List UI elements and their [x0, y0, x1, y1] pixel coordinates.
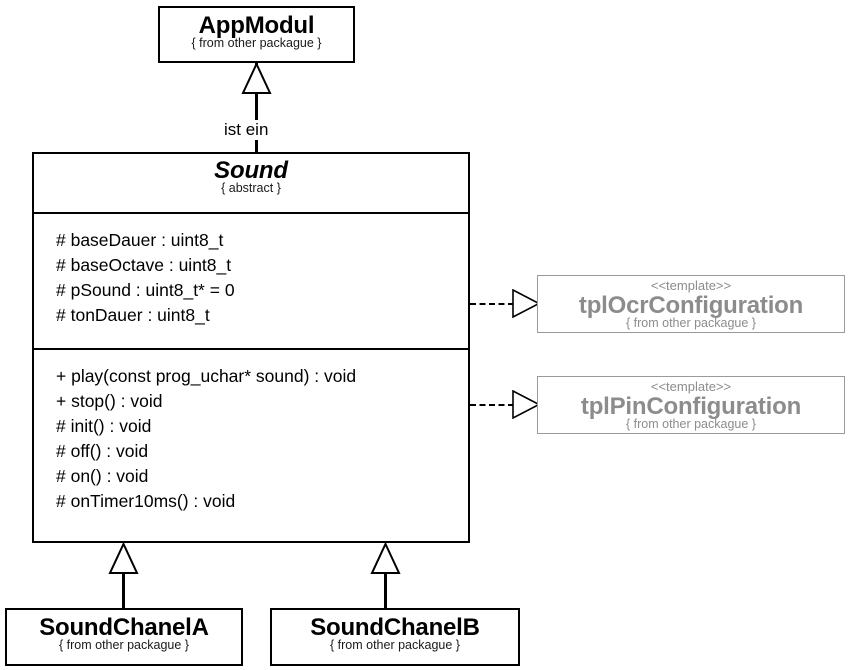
attribute-row: # baseDauer : uint8_t — [56, 230, 224, 250]
tplpinconfiguration-stereotype: <<template>> — [650, 379, 732, 394]
operation-row: # off() : void — [56, 441, 149, 461]
tplpinconfiguration-class-name: tplPinConfiguration — [580, 393, 802, 421]
tplocrconfiguration-class-name: tplOcrConfiguration — [578, 292, 804, 320]
operation-row: + play(const prog_uchar* sound) : void — [56, 366, 357, 386]
tplpinconfiguration-package-note: { from other packague } — [626, 417, 756, 432]
sound-abstract-note: { abstract } — [221, 181, 281, 196]
operation-row: + stop() : void — [56, 391, 163, 411]
generalization-line-chanela-sound — [122, 572, 125, 609]
realization-arrowhead-tplocr — [512, 288, 541, 319]
operation-row: # onTimer10ms() : void — [56, 491, 236, 511]
generalization-line-chanelb-sound — [384, 572, 387, 609]
generalization-arrowhead-sound-from-chanela — [108, 543, 139, 574]
soundchanela-package-note: { from other packague } — [59, 638, 189, 653]
attribute-row: # tonDauer : uint8_t — [56, 305, 210, 325]
class-box-tplpinconfiguration[interactable]: <<template>> tplPinConfiguration { from … — [537, 376, 845, 434]
operation-row: # init() : void — [56, 416, 152, 436]
tplocrconfiguration-header: <<template>> tplOcrConfiguration { from … — [538, 276, 844, 331]
soundchanelb-header: SoundChanelB { from other packague } — [272, 610, 518, 653]
sound-attributes-compartment: # baseDauer : uint8_t # baseOctave : uin… — [34, 212, 468, 348]
sound-header: Sound { abstract } — [34, 154, 468, 196]
tplocrconfiguration-stereotype: <<template>> — [650, 278, 732, 293]
tplocrconfiguration-package-note: { from other packague } — [626, 316, 756, 331]
appmodul-class-name: AppModul — [198, 12, 315, 39]
appmodul-header: AppModul { from other packague } — [160, 8, 353, 51]
soundchanela-class-name: SoundChanelA — [39, 614, 209, 641]
realization-line-sound-tplocr — [470, 303, 514, 305]
soundchanelb-package-note: { from other packague } — [330, 638, 460, 653]
operation-row: # on() : void — [56, 466, 149, 486]
sound-class-name: Sound — [214, 157, 288, 184]
attribute-row: # pSound : uint8_t* = 0 — [56, 280, 235, 300]
generalization-arrowhead-sound-from-chanelb — [370, 543, 401, 574]
attribute-row: # baseOctave : uint8_t — [56, 255, 232, 275]
appmodul-package-note: { from other packague } — [191, 36, 322, 51]
realization-line-sound-tplpin — [470, 404, 514, 406]
tplpinconfiguration-header: <<template>> tplPinConfiguration { from … — [538, 377, 844, 432]
class-box-sound[interactable]: Sound { abstract } # baseDauer : uint8_t… — [32, 152, 470, 543]
soundchanelb-class-name: SoundChanelB — [310, 614, 480, 641]
generalization-line-sound-appmodul — [255, 63, 258, 152]
generalization-arrowhead-appmodul — [241, 63, 272, 94]
sound-operations-compartment: + play(const prog_uchar* sound) : void +… — [34, 348, 468, 541]
class-box-soundchanela[interactable]: SoundChanelA { from other packague } — [5, 608, 243, 666]
class-box-tplocrconfiguration[interactable]: <<template>> tplOcrConfiguration { from … — [537, 275, 845, 333]
class-box-soundchanelb[interactable]: SoundChanelB { from other packague } — [270, 608, 520, 666]
relation-label-ist-ein: ist ein — [221, 120, 272, 140]
realization-arrowhead-tplpin — [512, 389, 541, 420]
class-box-appmodul[interactable]: AppModul { from other packague } — [158, 6, 355, 63]
soundchanela-header: SoundChanelA { from other packague } — [7, 610, 241, 653]
